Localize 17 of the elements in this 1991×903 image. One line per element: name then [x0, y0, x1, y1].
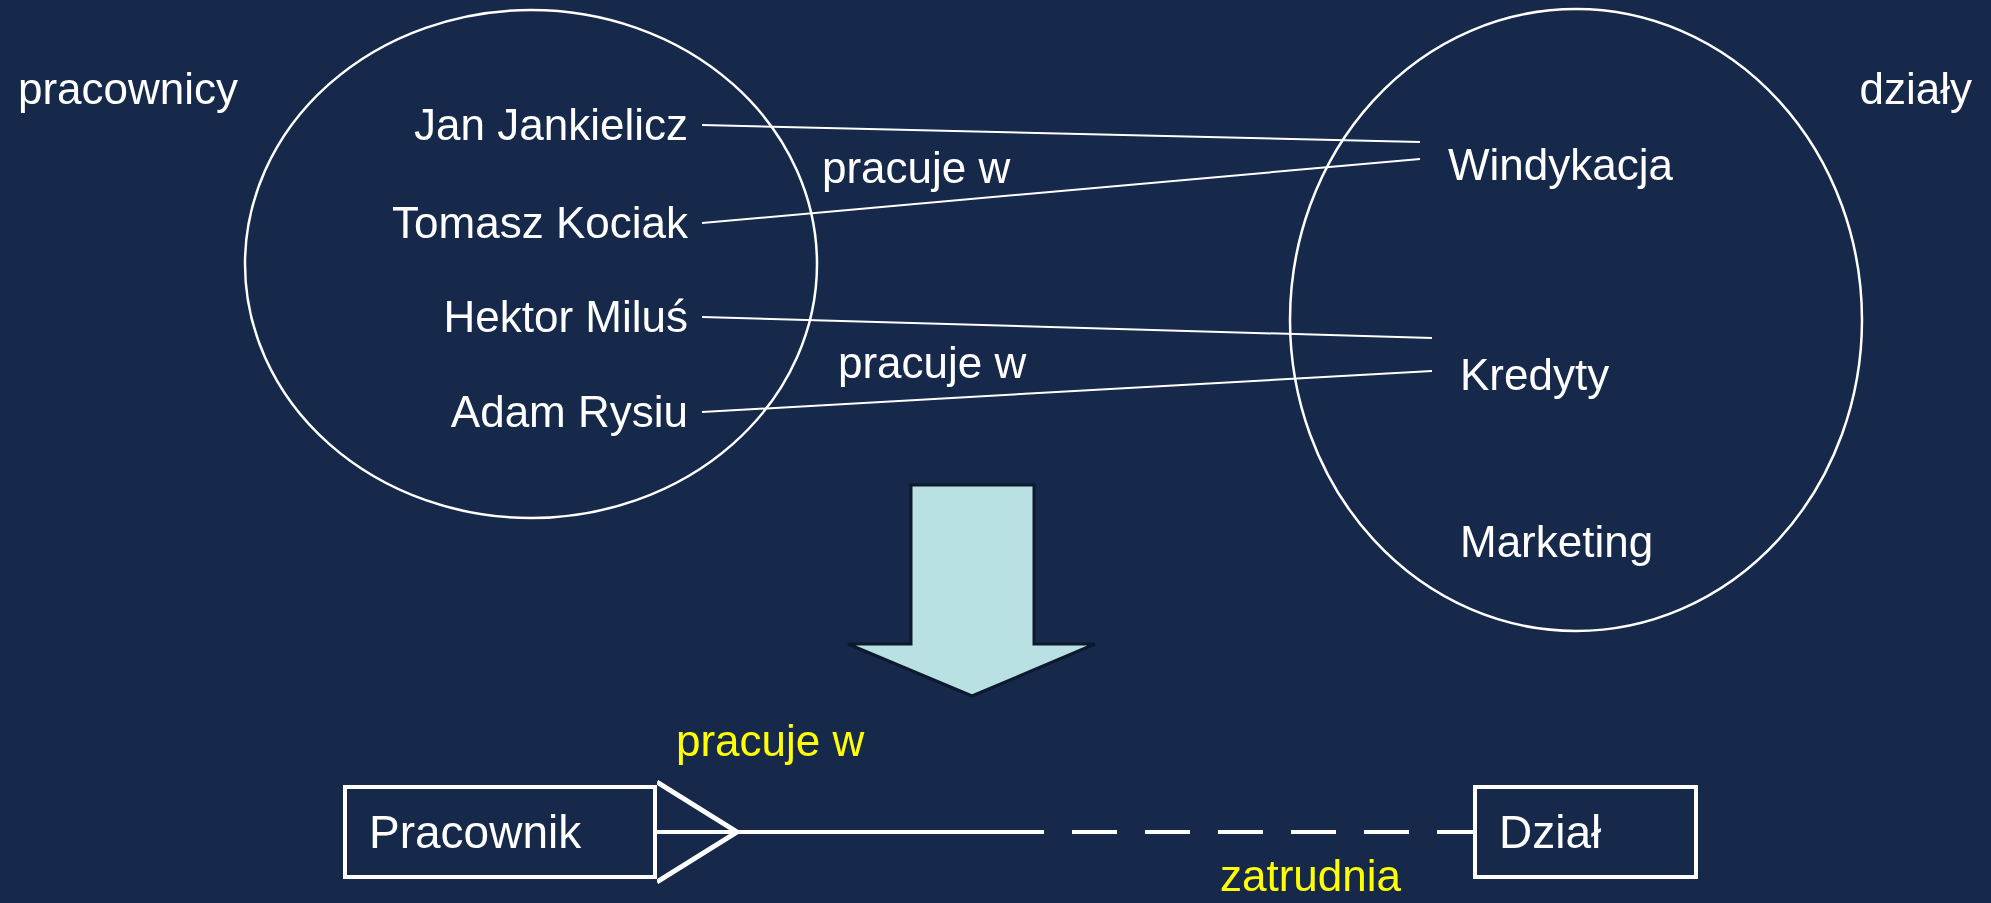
set-element: Hektor Miluś: [320, 291, 702, 343]
set-heading: działy: [1859, 64, 1972, 115]
set-heading: pracownicy: [18, 64, 239, 115]
set-element: Marketing: [1432, 512, 1732, 572]
connector-line: [701, 158, 1421, 224]
set-element: Jan Jankielicz: [320, 99, 702, 151]
set-element: Windykacja: [1420, 132, 1750, 198]
entity-box: Pracownik: [343, 785, 657, 879]
relationship-label: zatrudnia: [1220, 852, 1401, 901]
set-element: Kredyty: [1432, 330, 1672, 420]
connector-line: [701, 316, 1433, 339]
connector-line: [701, 124, 1421, 143]
entity-box: Dział: [1473, 785, 1698, 879]
connector-line: [701, 370, 1433, 413]
relationship-line: [654, 779, 1473, 885]
set-element: Adam Rysiu: [320, 386, 702, 438]
set-element: Tomasz Kociak: [320, 197, 702, 249]
